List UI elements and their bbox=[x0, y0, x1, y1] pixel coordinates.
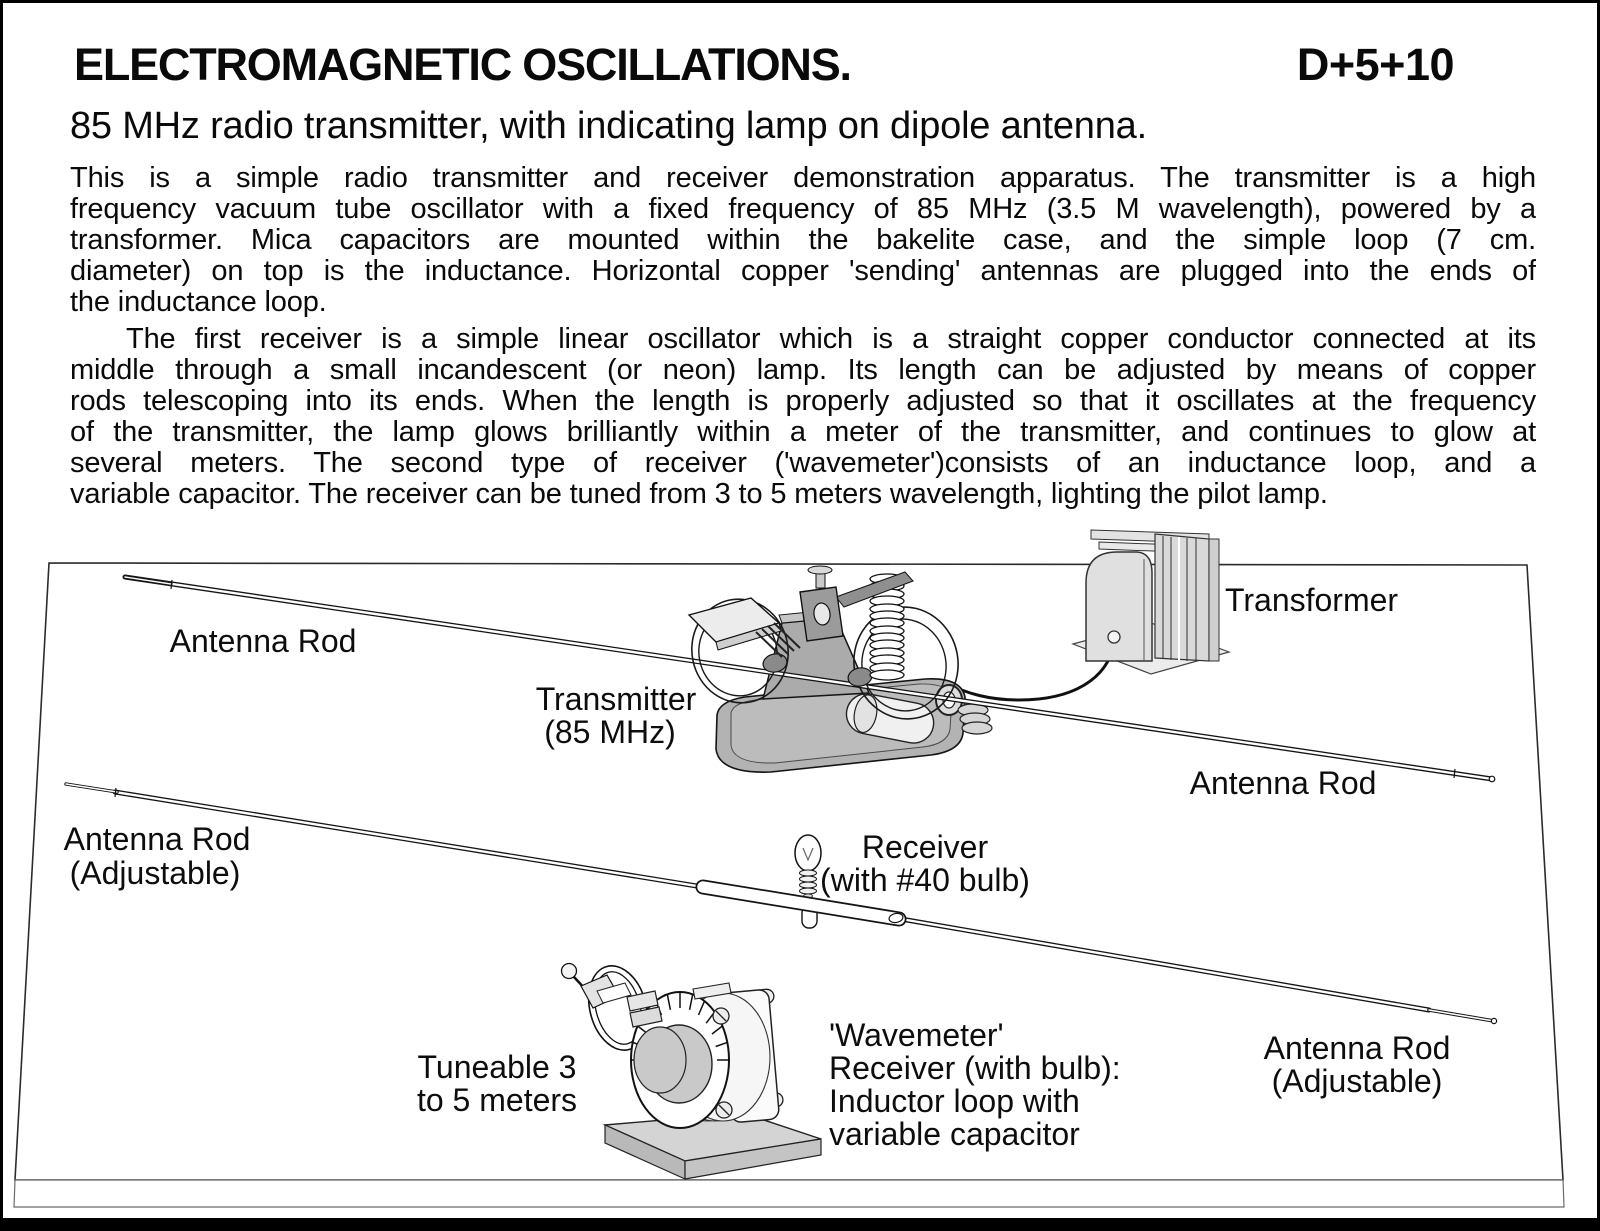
power-wire bbox=[948, 643, 1116, 702]
indicator-bulb bbox=[794, 834, 822, 899]
pilot-lamp-clip bbox=[560, 962, 632, 1009]
diagram-labels: Antenna Rod Transmitter (85 MHz) Transfo… bbox=[64, 582, 1451, 1152]
label-receiver-1: Receiver bbox=[862, 829, 989, 865]
label-transformer: Transformer bbox=[1225, 582, 1398, 618]
inductance-loop-left bbox=[691, 598, 789, 704]
text-line: several meters. The second type of recei… bbox=[70, 448, 1536, 479]
coil-strap bbox=[835, 571, 914, 608]
wire-grommet bbox=[1107, 630, 1121, 644]
label-antenna-rod-right: Antenna Rod bbox=[1190, 765, 1377, 801]
center-tube bbox=[695, 879, 907, 927]
text-line: The first receiver is a simple linear os… bbox=[126, 324, 1536, 355]
text-line: rods telescoping into its ends. When the… bbox=[70, 386, 1536, 417]
label-wavemeter-1: 'Wavemeter' bbox=[829, 1017, 1004, 1053]
transmitter-upper-parts bbox=[687, 565, 959, 720]
text-line: This is a simple radio transmitter and r… bbox=[70, 163, 1536, 194]
bottom-border-bar bbox=[3, 1218, 1597, 1228]
label-tuneable-1: Tuneable 3 bbox=[418, 1049, 577, 1085]
wavemeter-illustration bbox=[560, 962, 822, 1180]
page-subtitle: 85 MHz radio transmitter, with indicatin… bbox=[70, 105, 1147, 147]
apparatus-diagram: Antenna Rod Transmitter (85 MHz) Transfo… bbox=[13, 529, 1565, 1208]
text-line: middle through a small incandescent (or … bbox=[70, 355, 1536, 386]
page-title: ELECTROMAGNETIC OSCILLATIONS. bbox=[74, 39, 852, 90]
catalog-code: D+5+10 bbox=[1296, 39, 1455, 90]
text-line: the inductance loop. bbox=[70, 287, 327, 318]
text-line: diameter) on top is the inductance. Hori… bbox=[70, 256, 1536, 287]
label-antenna-rod-adj-left-2: (Adjustable) bbox=[70, 855, 241, 891]
text-line: of the transmitter, the lamp glows brill… bbox=[70, 417, 1536, 448]
receiver-rod-drawing bbox=[64, 782, 1498, 1025]
label-wavemeter-3: Inductor loop with bbox=[829, 1083, 1080, 1119]
label-receiver-2: (with #40 bulb) bbox=[820, 862, 1030, 898]
label-antenna-rod-adj-right-2: (Adjustable) bbox=[1272, 1063, 1443, 1099]
label-transmitter: Transmitter bbox=[536, 681, 697, 717]
label-antenna-rod-adj-right-1: Antenna Rod bbox=[1264, 1030, 1451, 1066]
paragraph-2: The first receiver is a simple linear os… bbox=[70, 324, 1536, 510]
text-line: frequency vacuum tube oscillator with a … bbox=[70, 194, 1536, 225]
text-line: transformer. Mica capacitors are mounted… bbox=[70, 225, 1536, 256]
transformer-body bbox=[1085, 551, 1153, 662]
label-wavemeter-2: Receiver (with bulb): bbox=[829, 1050, 1121, 1086]
antenna-rod-top-drawing bbox=[122, 574, 1496, 783]
table-surface bbox=[13, 562, 1565, 1208]
transformer-illustration bbox=[948, 529, 1231, 702]
label-antenna-rod-top: Antenna Rod bbox=[170, 623, 357, 659]
text-line: variable capacitor. The receiver can be … bbox=[70, 479, 1328, 510]
description-text: This is a simple radio transmitter and r… bbox=[70, 163, 1536, 510]
label-transmitter-freq: (85 MHz) bbox=[544, 714, 676, 750]
label-tuneable-2: to 5 meters bbox=[417, 1082, 577, 1118]
label-antenna-rod-adj-left-1: Antenna Rod bbox=[64, 821, 251, 857]
label-wavemeter-4: variable capacitor bbox=[829, 1116, 1080, 1152]
paragraph-1: This is a simple radio transmitter and r… bbox=[70, 163, 1536, 318]
